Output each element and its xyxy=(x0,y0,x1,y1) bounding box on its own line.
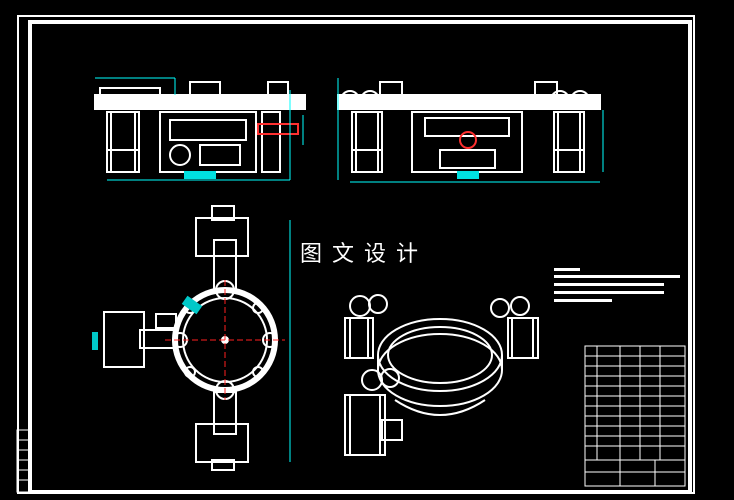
isometric-view xyxy=(344,294,539,456)
technical-notes xyxy=(554,268,680,302)
front-view xyxy=(94,81,306,179)
watermark-text: 图文设计 xyxy=(300,242,429,267)
front-view-dims xyxy=(95,77,304,181)
title-block xyxy=(584,345,686,487)
inner-frame xyxy=(28,20,692,494)
side-view-dims xyxy=(337,78,604,183)
plan-view-accents xyxy=(92,220,291,462)
left-margin-strip xyxy=(16,429,30,493)
plan-view xyxy=(103,205,278,471)
side-view xyxy=(337,81,601,179)
